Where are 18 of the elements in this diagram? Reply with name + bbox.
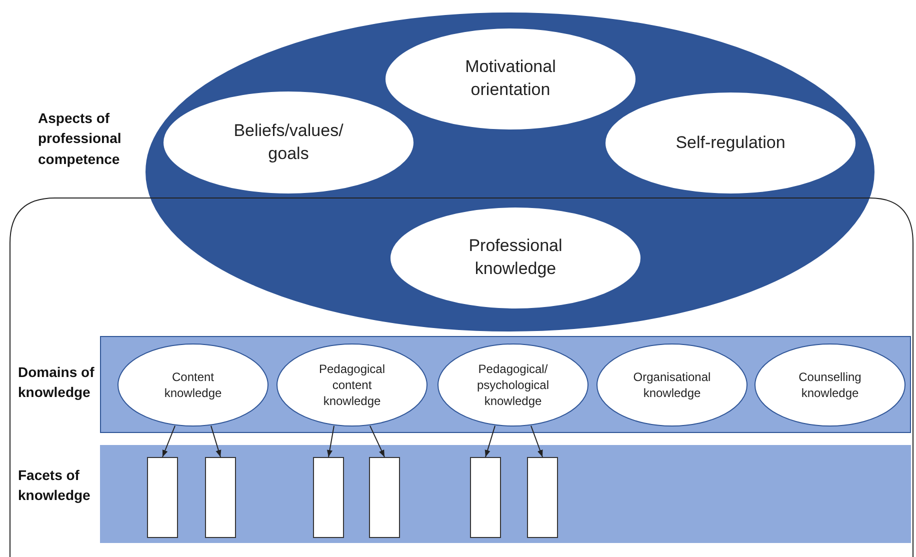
arrow [210, 425, 222, 458]
node-label: Self-regulation [676, 132, 786, 154]
arrow [326, 425, 334, 458]
arrow [370, 425, 385, 458]
arrow [530, 425, 543, 458]
node-label: Pedagogical content knowledge [318, 360, 386, 410]
node-label: Motivational orientation [464, 56, 557, 101]
arrow [162, 425, 176, 458]
node-label: Pedagogical/ psychological knowledge [476, 360, 550, 410]
node-label: Beliefs/values/ goals [232, 120, 344, 164]
section-heading: Facets of knowledge [18, 466, 92, 506]
node-label: Counselling knowledge [798, 368, 862, 402]
arrow [484, 425, 496, 458]
node-label: Organisational knowledge [632, 368, 712, 402]
section-heading: Domains of knowledge [18, 363, 96, 402]
node-label: Content knowledge [163, 368, 223, 402]
section-heading: Aspects of professional competence [38, 109, 122, 169]
node-label: Professional knowledge [468, 235, 564, 280]
